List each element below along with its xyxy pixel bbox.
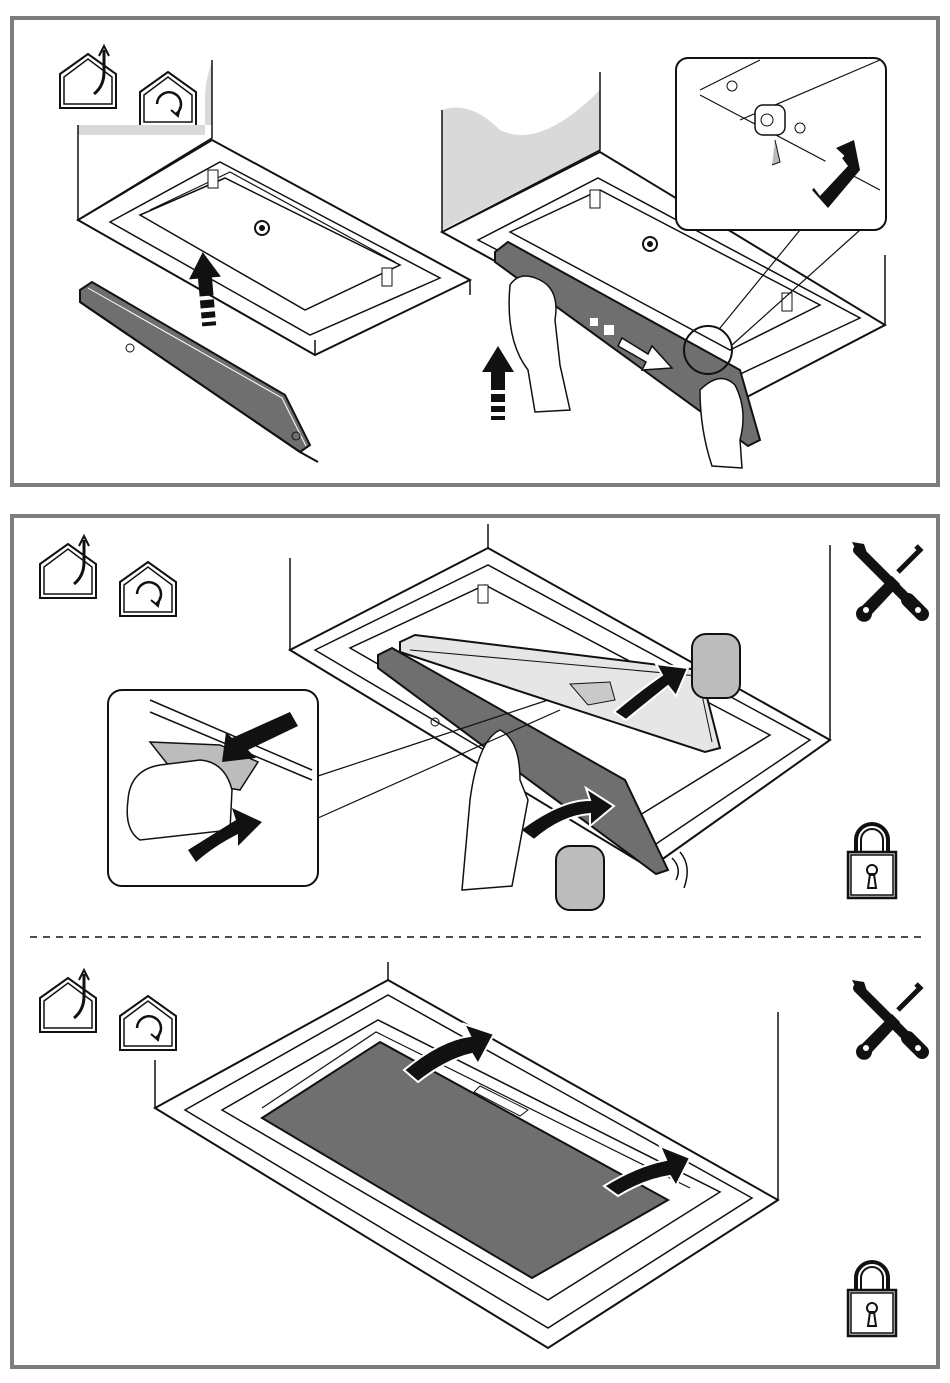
- extraction-mode-icon: [40, 970, 96, 1032]
- extraction-mode-icon: [40, 536, 96, 598]
- recirculation-mode-icon: [140, 72, 196, 126]
- wrench-screwdriver-icon: [852, 542, 922, 622]
- extraction-mode-icon: [60, 46, 116, 108]
- detent-button-marker: [556, 846, 604, 910]
- detail-inset-latch: [676, 58, 886, 230]
- padlock-icon: [848, 1262, 896, 1336]
- push-up-arrow-icon: [482, 346, 514, 420]
- right-hand: [700, 379, 743, 468]
- wrench-screwdriver-icon: [852, 980, 922, 1060]
- recirculation-mode-icon: [120, 562, 176, 616]
- padlock-icon: [848, 824, 896, 898]
- detent-button-marker: [692, 634, 740, 698]
- recirculation-mode-icon: [120, 996, 176, 1050]
